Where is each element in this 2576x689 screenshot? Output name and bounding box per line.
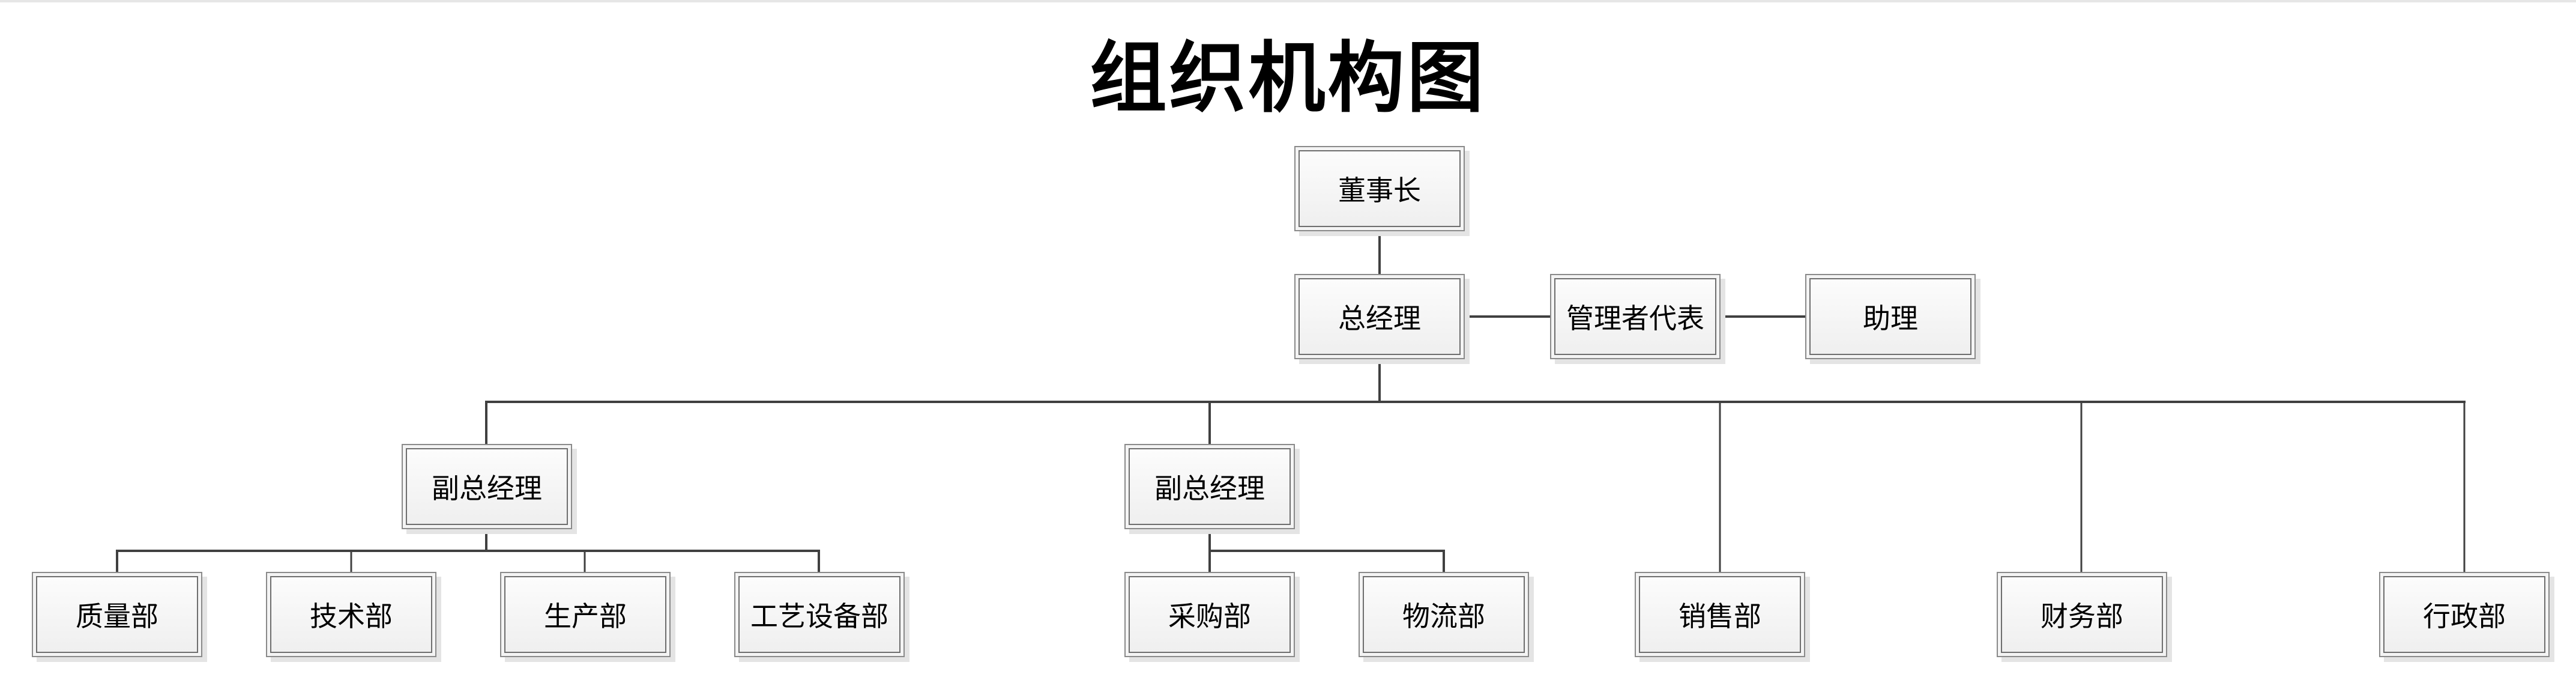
node-label: 销售部: [1679, 600, 1761, 633]
node-tech-dept[interactable]: 技术部: [266, 572, 436, 657]
top-border-band: [0, 0, 2576, 2]
node-process-equipment-dept[interactable]: 工艺设备部: [734, 572, 905, 657]
node-logistics-dept[interactable]: 物流部: [1359, 572, 1529, 657]
node-general-manager[interactable]: 总经理: [1294, 274, 1465, 359]
chart-title: 组织机构图: [1090, 33, 1486, 123]
node-label: 管理者代表: [1566, 302, 1704, 335]
node-purchasing-dept[interactable]: 采购部: [1124, 572, 1295, 657]
node-finance-dept[interactable]: 财务部: [1997, 572, 2167, 657]
node-label: 质量部: [76, 600, 158, 633]
node-vice-gm-1[interactable]: 副总经理: [402, 444, 572, 529]
node-label: 物流部: [1402, 600, 1485, 633]
node-sales-dept[interactable]: 销售部: [1635, 572, 1805, 657]
node-assistant[interactable]: 助理: [1805, 274, 1976, 359]
node-chairman[interactable]: 董事长: [1294, 146, 1465, 231]
node-label: 行政部: [2423, 600, 2506, 633]
node-label: 副总经理: [1154, 472, 1265, 505]
node-label: 采购部: [1168, 600, 1251, 633]
node-label: 财务部: [2041, 600, 2123, 633]
node-vice-gm-2[interactable]: 副总经理: [1124, 444, 1295, 529]
node-label: 生产部: [544, 600, 627, 633]
node-label: 副总经理: [432, 472, 542, 505]
node-label: 董事长: [1338, 174, 1421, 207]
node-label: 总经理: [1338, 302, 1421, 335]
node-admin-dept[interactable]: 行政部: [2379, 572, 2550, 657]
node-label: 技术部: [310, 600, 393, 633]
node-label: 助理: [1863, 302, 1918, 335]
node-production-dept[interactable]: 生产部: [500, 572, 671, 657]
node-quality-dept[interactable]: 质量部: [32, 572, 202, 657]
node-management-representative[interactable]: 管理者代表: [1550, 274, 1721, 359]
node-label: 工艺设备部: [750, 600, 888, 633]
